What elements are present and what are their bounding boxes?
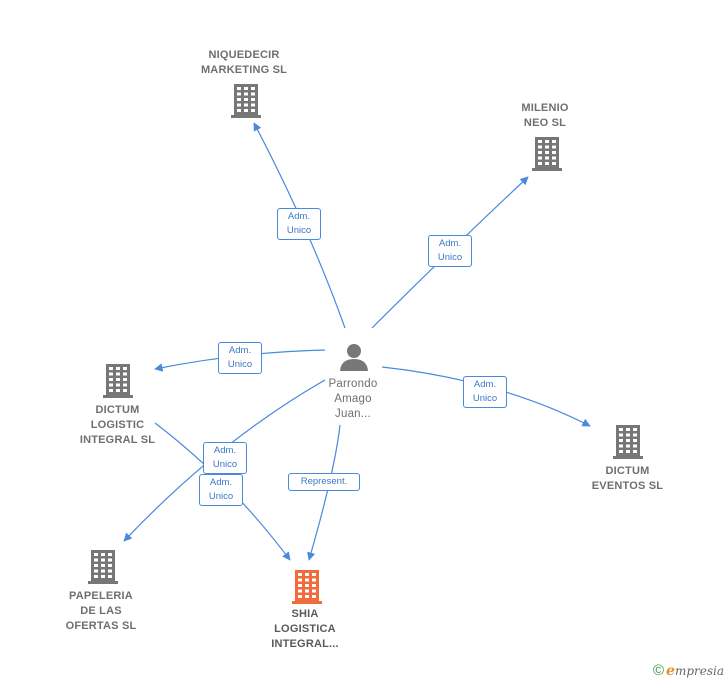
building-icon [88,550,118,584]
building-icon [231,84,261,118]
company-label-papeleria[interactable]: PAPELERIA DE LAS OFERTAS SL [65,590,137,632]
company-label-niquedecir[interactable]: NIQUEDECIR MARKETING SL [200,49,288,76]
company-label-milenio[interactable]: MILENIO NEO SL [521,102,569,129]
building-icon [103,364,133,398]
edge-label-papeleria: Adm. Unico [203,442,247,474]
person-label[interactable]: Parrondo Amago Juan... [328,378,378,420]
edge-label-niquedecir: Adm. Unico [277,208,321,240]
edge-label-shia-adm: Adm. Unico [199,474,243,506]
company-label-dictum-eventos[interactable]: DICTUM EVENTOS SL [591,465,664,492]
empresia-logo: ©empresia [652,662,724,679]
edge-label-dictum-eventos: Adm. Unico [463,376,507,408]
edge-shia-rep [307,424,341,561]
person-icon [340,344,368,371]
building-icon [292,570,322,604]
edge-label-shia-rep: Represent. [288,473,360,491]
building-icon [532,137,562,171]
company-label-dictum-logistic[interactable]: DICTUM LOGISTIC INTEGRAL SL [79,404,156,446]
company-label-shia[interactable]: SHIA LOGISTICA INTEGRAL... [271,608,339,650]
edge-label-dictum-logistic: Adm. Unico [218,342,262,374]
edge-label-milenio: Adm. Unico [428,235,472,267]
building-icon [613,425,643,459]
